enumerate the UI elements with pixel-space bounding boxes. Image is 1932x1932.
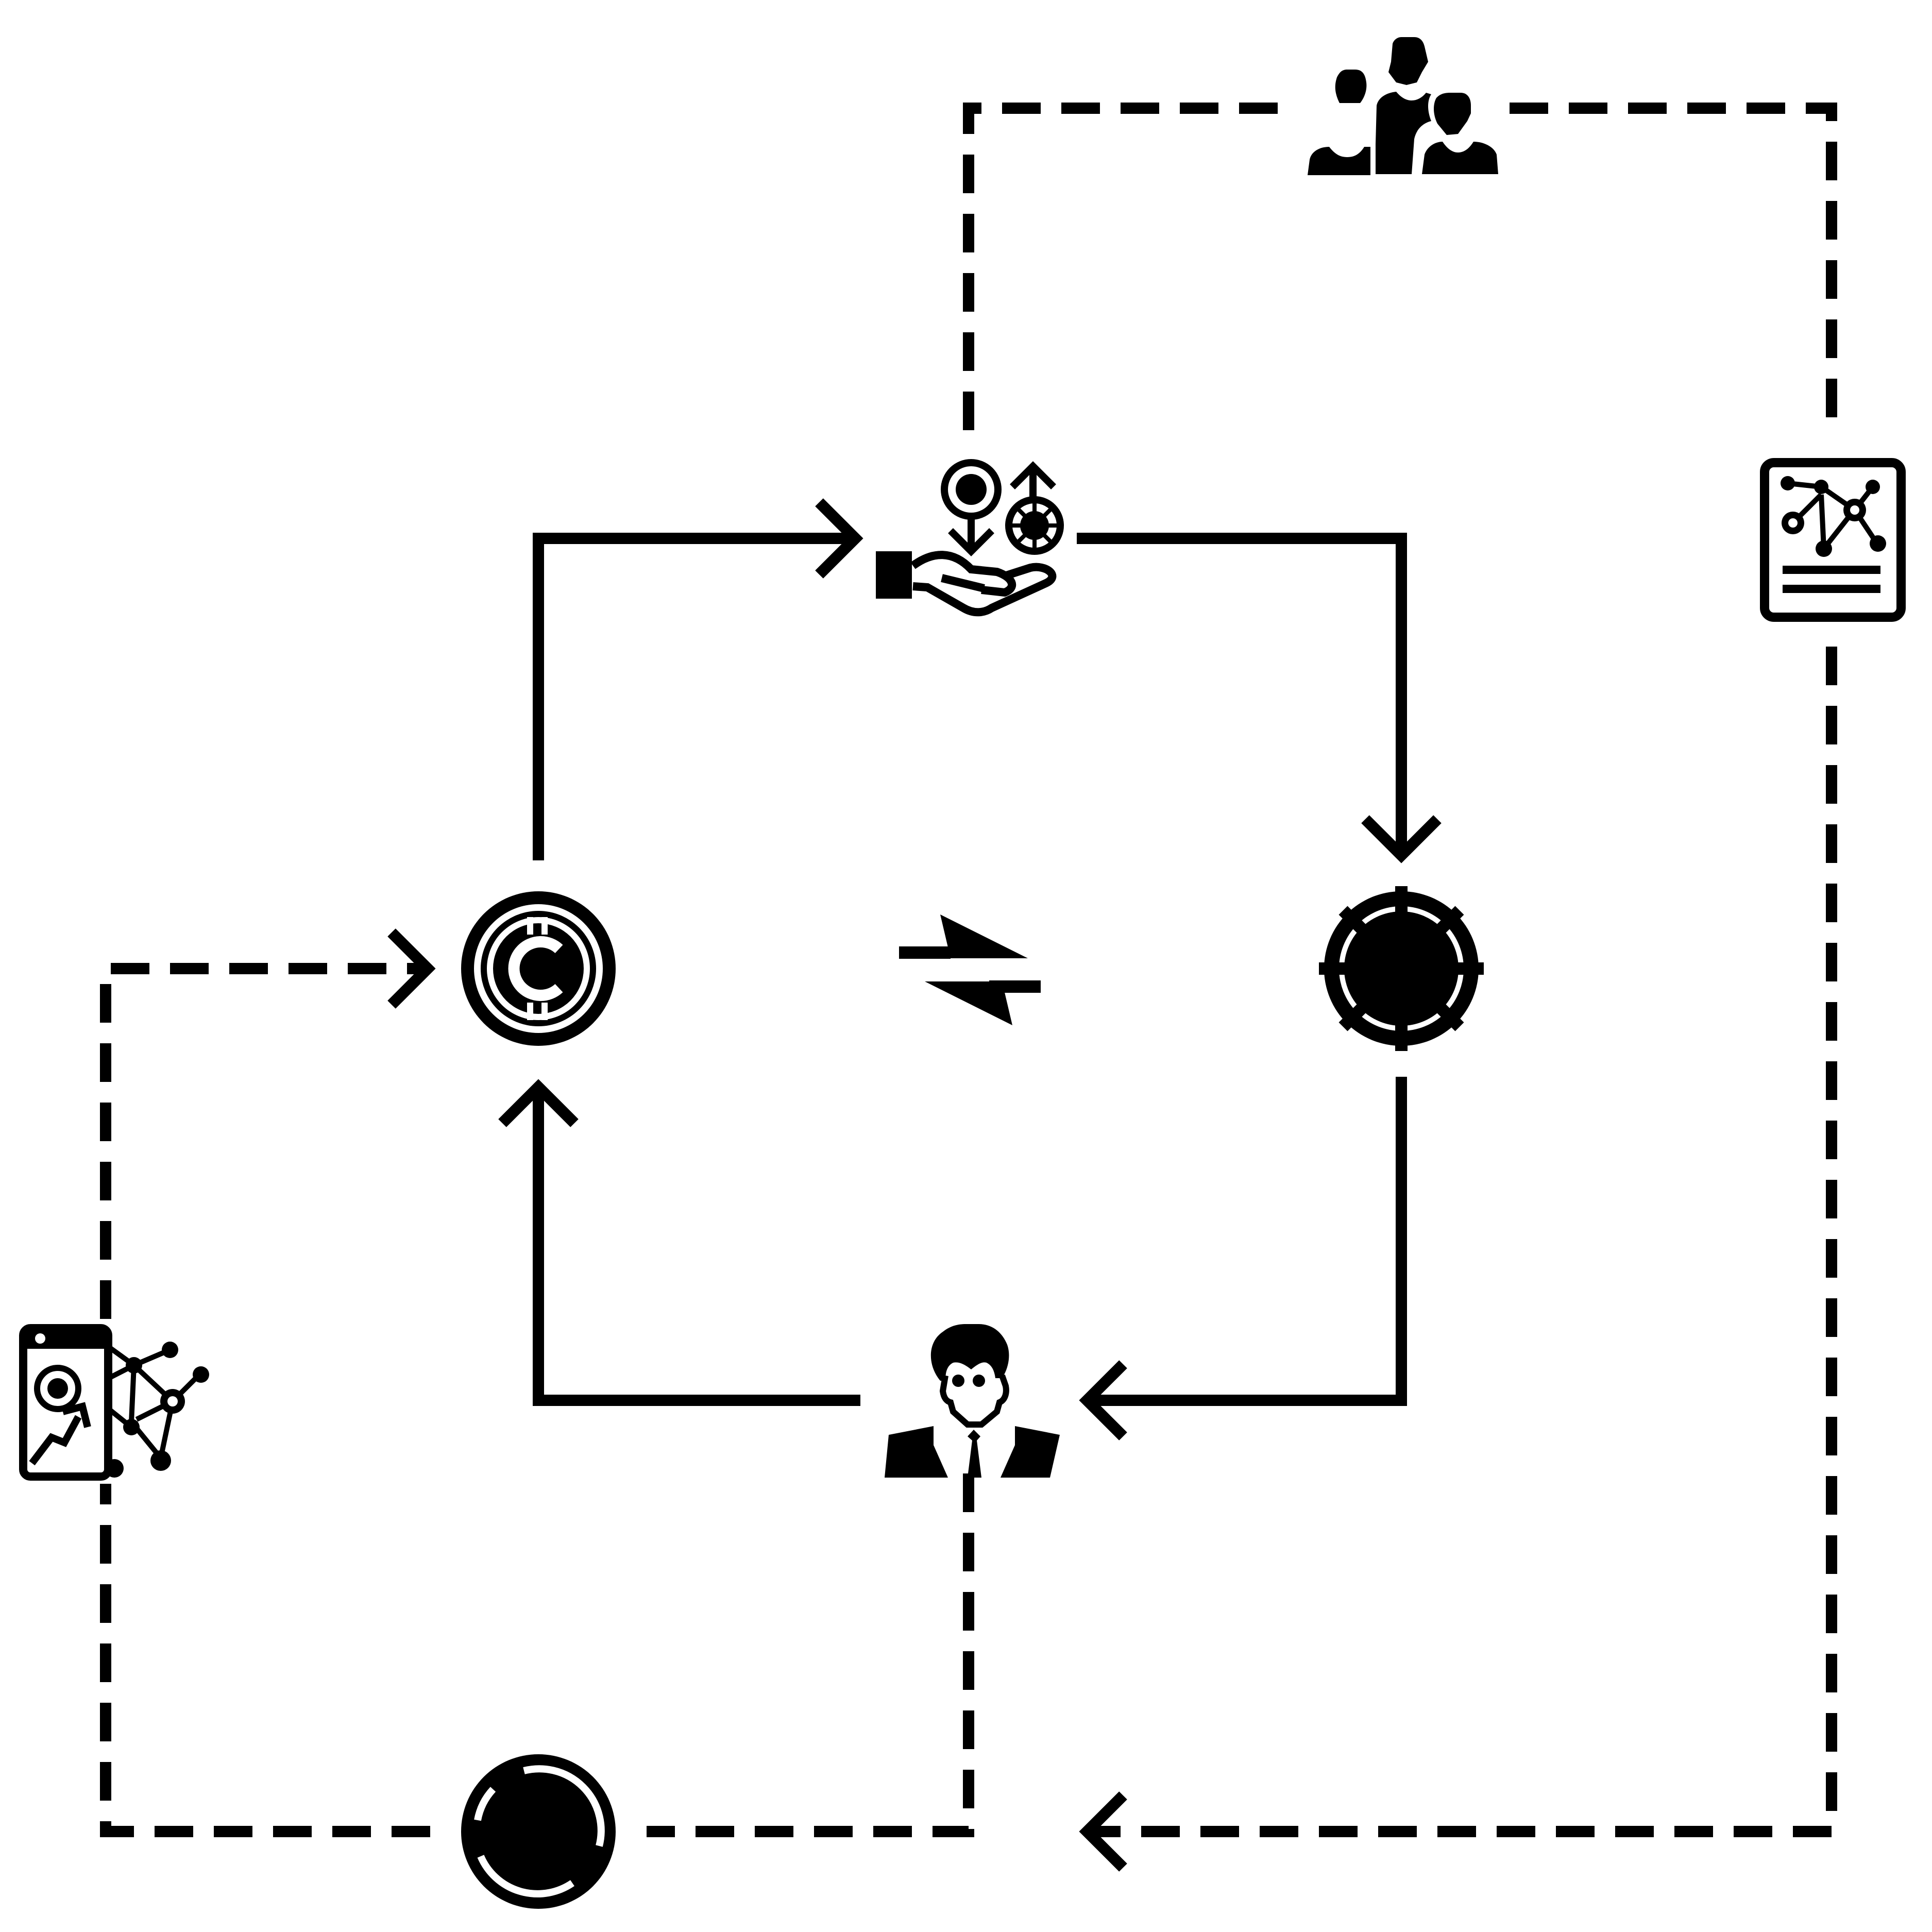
loop-businessman-bottom [647, 1473, 974, 1837]
exchange-arrows-icon [899, 914, 1041, 1025]
loop-bottom-analytics-coin [100, 928, 436, 1319]
flow-coin-to-offer [533, 498, 863, 860]
flow-chip-to-businessman [1079, 1077, 1407, 1440]
businessman-icon [885, 1324, 1060, 1478]
token-offer-hand-icon [876, 459, 1064, 617]
loop-offer-community-report-right [1510, 103, 1837, 433]
loop-report-to-bottom [1079, 647, 1837, 1872]
loop-bottom-left [100, 1484, 430, 1837]
network-analytics-icon [19, 1324, 209, 1481]
network-report-icon [1760, 458, 1906, 622]
token-chip-icon [1319, 886, 1484, 1051]
flow-businessman-to-coin [498, 1079, 860, 1406]
loop-offer-community-report [963, 103, 1293, 430]
flow-offer-to-chip [1077, 533, 1442, 863]
split-coin-icon [461, 1754, 616, 1909]
user-group-icon [1308, 37, 1498, 175]
crypto-coin-icon [461, 891, 616, 1046]
